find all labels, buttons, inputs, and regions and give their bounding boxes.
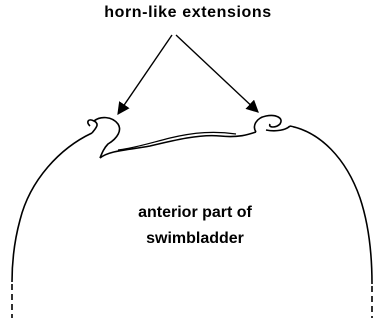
swimbladder-label-line-2: swimbladder — [100, 226, 290, 252]
swimbladder-right-outline — [290, 126, 372, 284]
swimbladder-label-line-1: anterior part of — [100, 200, 290, 226]
horn-like-extensions-label: horn-like extensions — [0, 4, 378, 22]
right-pointer-arrow — [176, 35, 258, 112]
swimbladder-label: anterior part of swimbladder — [100, 200, 290, 252]
right-horn-extension — [254, 115, 290, 132]
swimbladder-left-outline — [12, 133, 92, 282]
left-pointer-arrow — [118, 35, 172, 114]
swimbladder-top-inner-wall — [118, 132, 236, 150]
